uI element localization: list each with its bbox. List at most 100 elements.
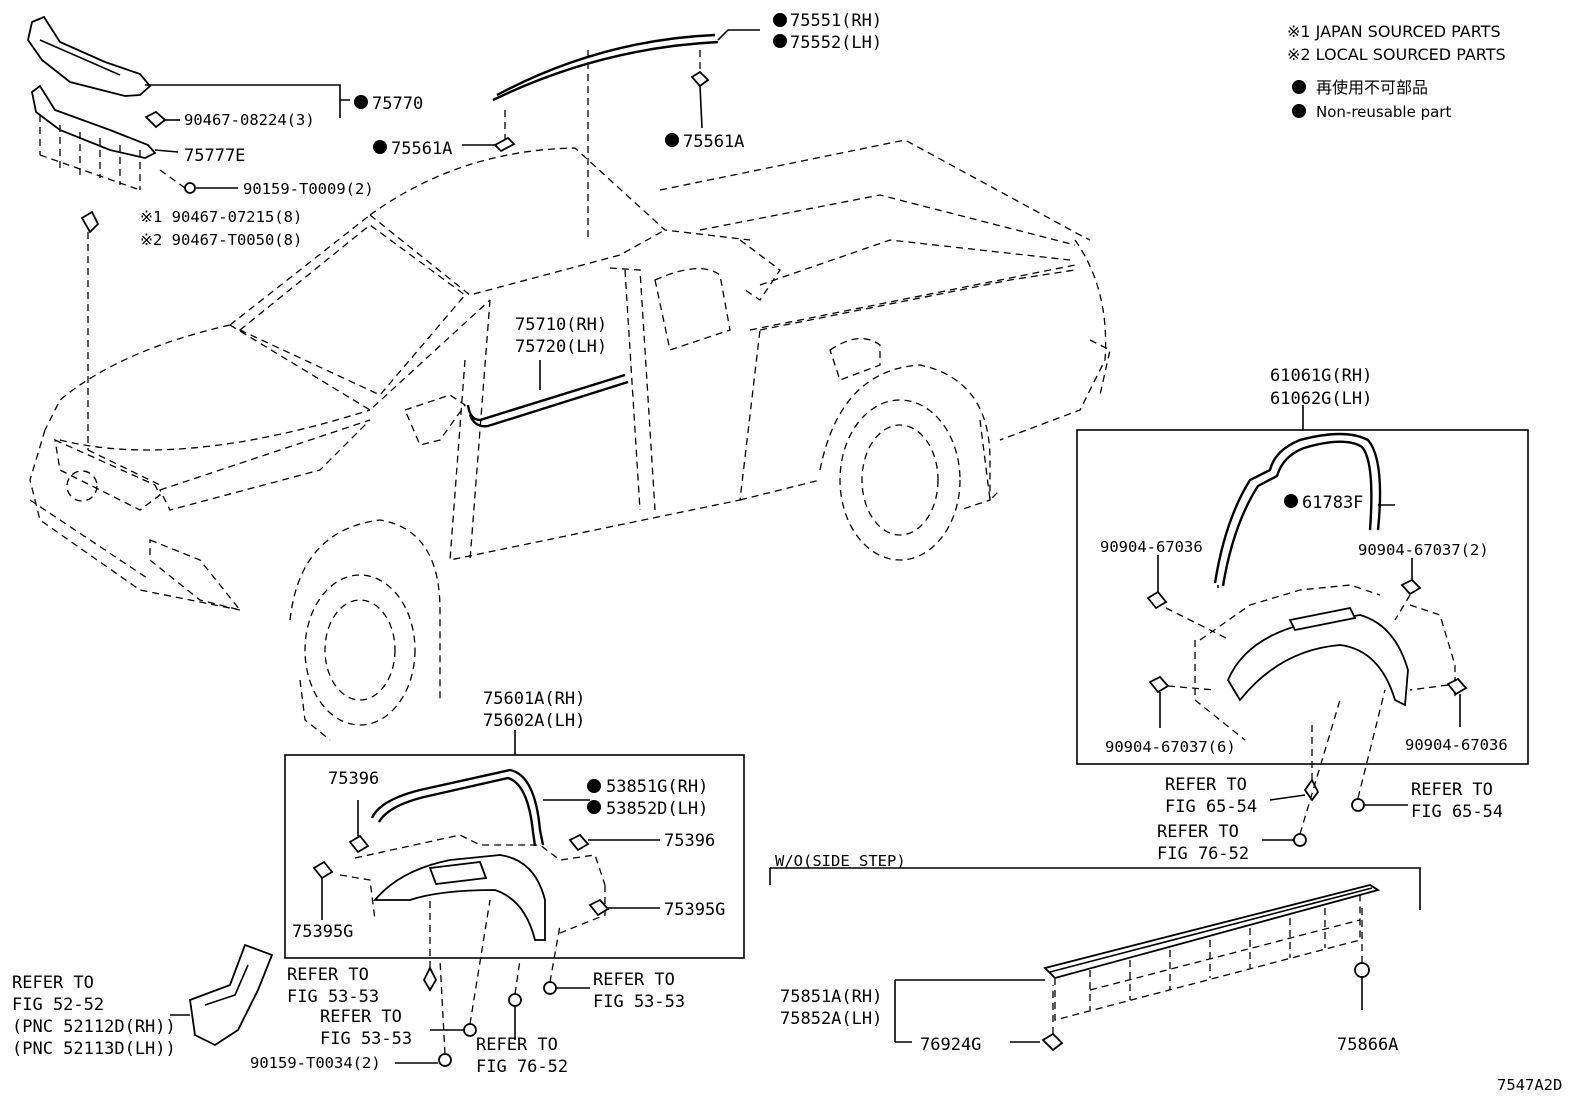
clip-icon: [348, 834, 370, 854]
refer-to-fig-76-52-b-line2: FIG 76-52: [476, 1057, 568, 1077]
refer-to-fig-53-53-c-line1: REFER TO: [320, 1007, 402, 1027]
legend: ※1 JAPAN SOURCED PARTS ※2 LOCAL SOURCED …: [1287, 22, 1506, 121]
refer-to-fig-76-52-a-line1: REFER TO: [1157, 822, 1239, 842]
callout-90904-67036-a: 90904-67036: [1100, 538, 1203, 556]
screw-icon: [543, 981, 557, 995]
callout-90904-67037-2: 90904-67037(2): [1358, 541, 1489, 559]
refer-to-fig-76-52-a-line2: FIG 76-52: [1157, 844, 1249, 864]
nonreusable-dot-icon: [773, 34, 787, 48]
callout-61062G: 61062G(LH): [1270, 389, 1372, 409]
cowl-parts: [27, 15, 350, 486]
refer-to-fig-53-53-a-line2: FIG 53-53: [287, 987, 379, 1007]
clip-icon: [493, 136, 516, 153]
legend-note-local: ※2 LOCAL SOURCED PARTS: [1287, 45, 1506, 64]
callout-75396-b: 75396: [664, 831, 715, 851]
refer-to-fig-76-52-b-line1: REFER TO: [476, 1035, 558, 1055]
nonreusable-dot-icon: [1292, 80, 1306, 94]
clip-icon: [1303, 778, 1320, 802]
refer-pnc-52113D: (PNC 52113D(LH)): [12, 1039, 176, 1059]
clip-icon: [422, 965, 438, 992]
nonreusable-dot-icon: [773, 13, 787, 27]
nonreusable-dot-icon: [354, 95, 368, 109]
screw-icon: [438, 1053, 452, 1067]
nonreusable-dot-icon: [587, 779, 601, 793]
clip-icon: [1146, 590, 1168, 610]
clip-icon: [80, 210, 100, 234]
callout-75770: 75770: [372, 94, 423, 114]
clip-icon: [1041, 1032, 1064, 1052]
rear-flare-box: [1076, 405, 1529, 847]
screw-icon: [1351, 798, 1365, 812]
callout-75851A: 75851A(RH): [780, 987, 882, 1007]
callout-61783F: 61783F: [1302, 493, 1363, 513]
clip-icon: [1148, 675, 1170, 694]
screw-icon: [1293, 833, 1307, 847]
refer-to-fig-53-53-b-line1: REFER TO: [593, 970, 675, 990]
leader-lines: [539, 360, 1395, 588]
callout-90159-T0009: 90159-T0009(2): [243, 180, 374, 198]
refer-to-fig-53-53-a-line1: REFER TO: [287, 965, 369, 985]
callout-75551: 75551(RH): [790, 11, 882, 31]
nonreusable-dot-icon: [1292, 104, 1306, 118]
refer-to-fig-65-54-a-line1: REFER TO: [1165, 775, 1247, 795]
callout-75395G-a: 75395G: [292, 922, 353, 942]
callout-90467-08224: 90467-08224(3): [184, 111, 315, 129]
diagram-code: 7547A2D: [1497, 1076, 1562, 1094]
callout-53851G: 53851G(RH): [606, 777, 708, 797]
callout-labels: 75551(RH) 75552(LH) 75770 90467-08224(3)…: [140, 11, 1562, 1094]
callout-75710: 75710(RH): [515, 315, 607, 335]
screw-icon: [508, 993, 522, 1007]
callout-75602A: 75602A(LH): [483, 711, 585, 731]
nonreusable-dot-icon: [665, 133, 679, 147]
callout-75396-a: 75396: [328, 769, 379, 789]
callout-75852A: 75852A(LH): [780, 1009, 882, 1029]
callout-75777E: 75777E: [184, 146, 245, 166]
refer-to-fig-53-53-c-line2: FIG 53-53: [320, 1029, 412, 1049]
clip-icon: [312, 860, 334, 880]
refer-labels: REFER TO FIG 65-54 REFER TO FIG 65-54 RE…: [12, 775, 1503, 1077]
clip-icon: [568, 833, 590, 852]
roof-drip-moulding: [462, 29, 760, 240]
callout-53852D: 53852D(LH): [606, 799, 708, 819]
nonreusable-dots: [354, 13, 1306, 814]
callout-75552: 75552(LH): [790, 33, 882, 53]
callout-75561A-right: 75561A: [683, 132, 744, 152]
clip-icon: [144, 110, 167, 129]
callout-75395G-b: 75395G: [664, 900, 725, 920]
refer-to-fig-52-52-line2: FIG 52-52: [12, 995, 104, 1015]
legend-nonreusable-jp: 再使用不可部品: [1316, 78, 1428, 97]
clip-icon: [1400, 578, 1422, 596]
mud-guard: [170, 943, 274, 1047]
legend-nonreusable-en: Non-reusable part: [1316, 103, 1451, 121]
callout-wo-side-step: W/O(SIDE STEP): [775, 852, 906, 870]
clip-icon: [588, 898, 610, 917]
callout-75866A: 75866A: [1337, 1035, 1398, 1055]
callout-75601A: 75601A(RH): [483, 689, 585, 709]
callout-90159-T0034: 90159-T0034(2): [250, 1054, 381, 1072]
front-flare-box: [284, 730, 745, 1067]
legend-note-japan: ※1 JAPAN SOURCED PARTS: [1287, 22, 1501, 41]
clip-icon: [1446, 677, 1468, 696]
nonreusable-dot-icon: [587, 800, 601, 814]
clip-icon: [690, 70, 710, 88]
callout-75720: 75720(LH): [515, 337, 607, 357]
nonreusable-dot-icon: [373, 140, 387, 154]
callout-61061G: 61061G(RH): [1270, 366, 1372, 386]
screw-icon: [1354, 962, 1370, 978]
refer-to-fig-65-54-b-line1: REFER TO: [1411, 780, 1493, 800]
screw-icon: [463, 1023, 477, 1037]
refer-to-fig-65-54-b-line2: FIG 65-54: [1411, 802, 1503, 822]
refer-pnc-52112D: (PNC 52112D(RH)): [12, 1017, 176, 1037]
rocker-moulding: [769, 867, 1421, 1052]
callout-90904-67037-6: 90904-67037(6): [1105, 738, 1236, 756]
truck-outline: [29, 139, 1111, 741]
refer-to-fig-53-53-b-line2: FIG 53-53: [593, 992, 685, 1012]
screw-icon: [184, 182, 196, 194]
callout-90904-67036-b: 90904-67036: [1405, 736, 1508, 754]
refer-to-fig-65-54-a-line2: FIG 65-54: [1165, 797, 1257, 817]
refer-to-fig-52-52-line1: REFER TO: [12, 973, 94, 993]
callout-90467-T0050: ※2 90467-T0050(8): [140, 231, 302, 249]
callout-76924G: 76924G: [920, 1035, 981, 1055]
